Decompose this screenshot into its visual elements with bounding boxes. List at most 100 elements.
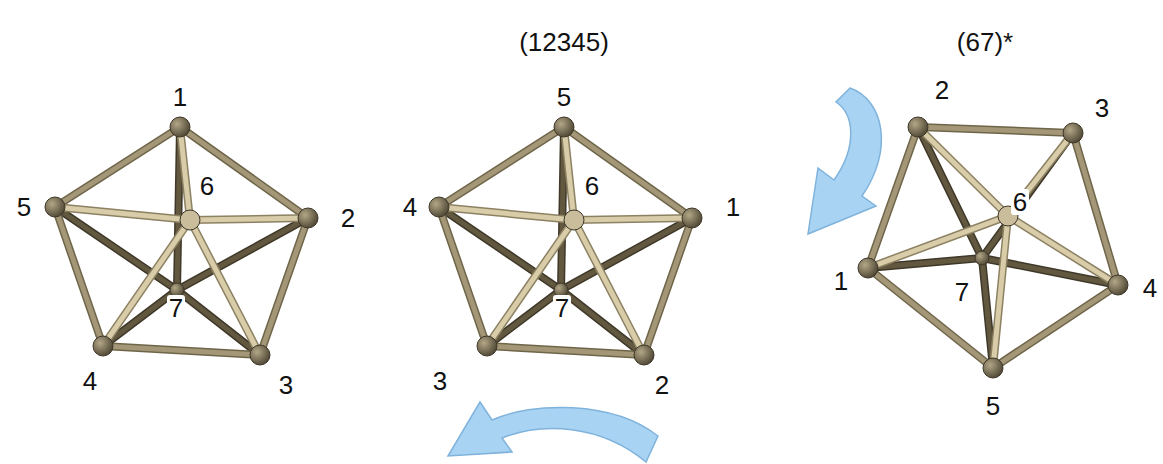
bond-rod	[103, 220, 190, 346]
bond-rod	[55, 127, 180, 207]
bond-rod	[1008, 133, 1073, 216]
atom-sphere	[634, 345, 654, 365]
atom-sphere	[554, 117, 574, 137]
vertex-number: 1	[832, 268, 850, 294]
rotation-arrows	[448, 88, 881, 462]
bond-rod	[103, 346, 260, 355]
atom-sphere	[250, 345, 270, 365]
bipyramid	[429, 117, 702, 365]
vertex-number: 7	[167, 295, 185, 321]
operation-label: (12345)	[517, 29, 611, 55]
rotation-arrow	[448, 402, 658, 462]
rotation-arrow	[808, 88, 881, 234]
atom-sphere	[1063, 123, 1083, 143]
bond-rod	[564, 127, 692, 218]
atom-sphere	[170, 117, 190, 137]
atom-sphere	[477, 336, 497, 356]
vertex-number: 4	[81, 368, 99, 394]
bond-rod	[190, 218, 308, 220]
vertex-number: 4	[401, 194, 419, 220]
atom-sphere	[45, 197, 65, 217]
vertex-number: 1	[171, 84, 189, 110]
atom-sphere	[180, 210, 200, 230]
bond-rod	[260, 218, 308, 355]
bond-rod	[564, 127, 574, 220]
atom-sphere	[682, 208, 702, 228]
atom-sphere	[858, 258, 878, 278]
bond-rod	[993, 216, 1008, 368]
bond-rod	[644, 218, 692, 355]
vertex-number: 6	[583, 173, 601, 199]
vertex-number: 2	[933, 77, 951, 103]
bond-rod	[574, 218, 692, 220]
bond-rod	[1008, 133, 1073, 216]
vertex-number: 7	[953, 279, 971, 305]
vertex-number: 5	[984, 393, 1002, 419]
bond-rod	[180, 127, 308, 218]
bond-rod	[55, 127, 180, 207]
bond-rod	[439, 127, 564, 207]
bipyramid	[858, 117, 1128, 378]
bond-rod	[487, 220, 574, 346]
bipyramid	[45, 117, 318, 365]
vertex-number: 6	[198, 173, 216, 199]
bond-rod	[190, 220, 260, 355]
atom-sphere	[983, 358, 1003, 378]
bond-rod	[564, 127, 692, 218]
bond-rod	[180, 127, 190, 220]
bond-rod	[190, 218, 308, 220]
bond-rod	[55, 207, 103, 346]
bond-rod	[868, 268, 993, 368]
bond-rod	[993, 285, 1118, 368]
bond-rod	[918, 127, 1008, 216]
bond-rod	[487, 346, 644, 355]
bond-rod	[260, 218, 308, 355]
bond-rod	[55, 207, 190, 220]
bond-rod	[439, 127, 564, 207]
bond-rod	[180, 127, 308, 218]
bond-rod	[868, 216, 1008, 268]
vertex-number: 1	[724, 194, 742, 220]
bond-rod	[918, 127, 1008, 216]
bond-rod	[1008, 216, 1118, 285]
bipyramid-figures	[45, 117, 1128, 378]
atom-sphere	[93, 336, 113, 356]
atom-sphere	[298, 208, 318, 228]
bond-rod	[487, 346, 644, 355]
bond-rod	[868, 127, 918, 268]
vertex-number: 5	[15, 194, 33, 220]
bond-rod	[982, 133, 1073, 258]
bond-rod	[644, 218, 692, 355]
bond-rod	[439, 207, 574, 220]
vertex-number: 2	[653, 372, 671, 398]
vertex-number: 2	[339, 205, 357, 231]
vertex-number: 6	[1011, 189, 1029, 215]
atom-sphere	[429, 197, 449, 217]
bond-rod	[868, 127, 918, 268]
operation-label: (67)*	[955, 29, 1015, 55]
vertex-number: 4	[1141, 275, 1159, 301]
bond-rod	[1008, 216, 1118, 285]
bond-rod	[180, 127, 190, 220]
bond-rod	[439, 207, 487, 346]
bond-rod	[439, 207, 574, 220]
vertex-number: 7	[553, 295, 571, 321]
bond-rod	[564, 127, 574, 220]
bond-rod	[918, 127, 1073, 133]
bond-rod	[574, 220, 644, 355]
bond-rod	[103, 346, 260, 355]
bond-rod	[190, 220, 260, 355]
bond-rod	[103, 220, 190, 346]
bond-rod	[55, 207, 190, 220]
bond-rod	[574, 220, 644, 355]
bond-rod	[439, 207, 487, 346]
atom-sphere	[975, 251, 989, 265]
vertex-number: 3	[431, 368, 449, 394]
bond-rod	[993, 216, 1008, 368]
atom-sphere	[1108, 275, 1128, 295]
bond-rod	[868, 216, 1008, 268]
bond-rod	[55, 207, 103, 346]
bond-rod	[574, 218, 692, 220]
bond-rod	[868, 268, 993, 368]
